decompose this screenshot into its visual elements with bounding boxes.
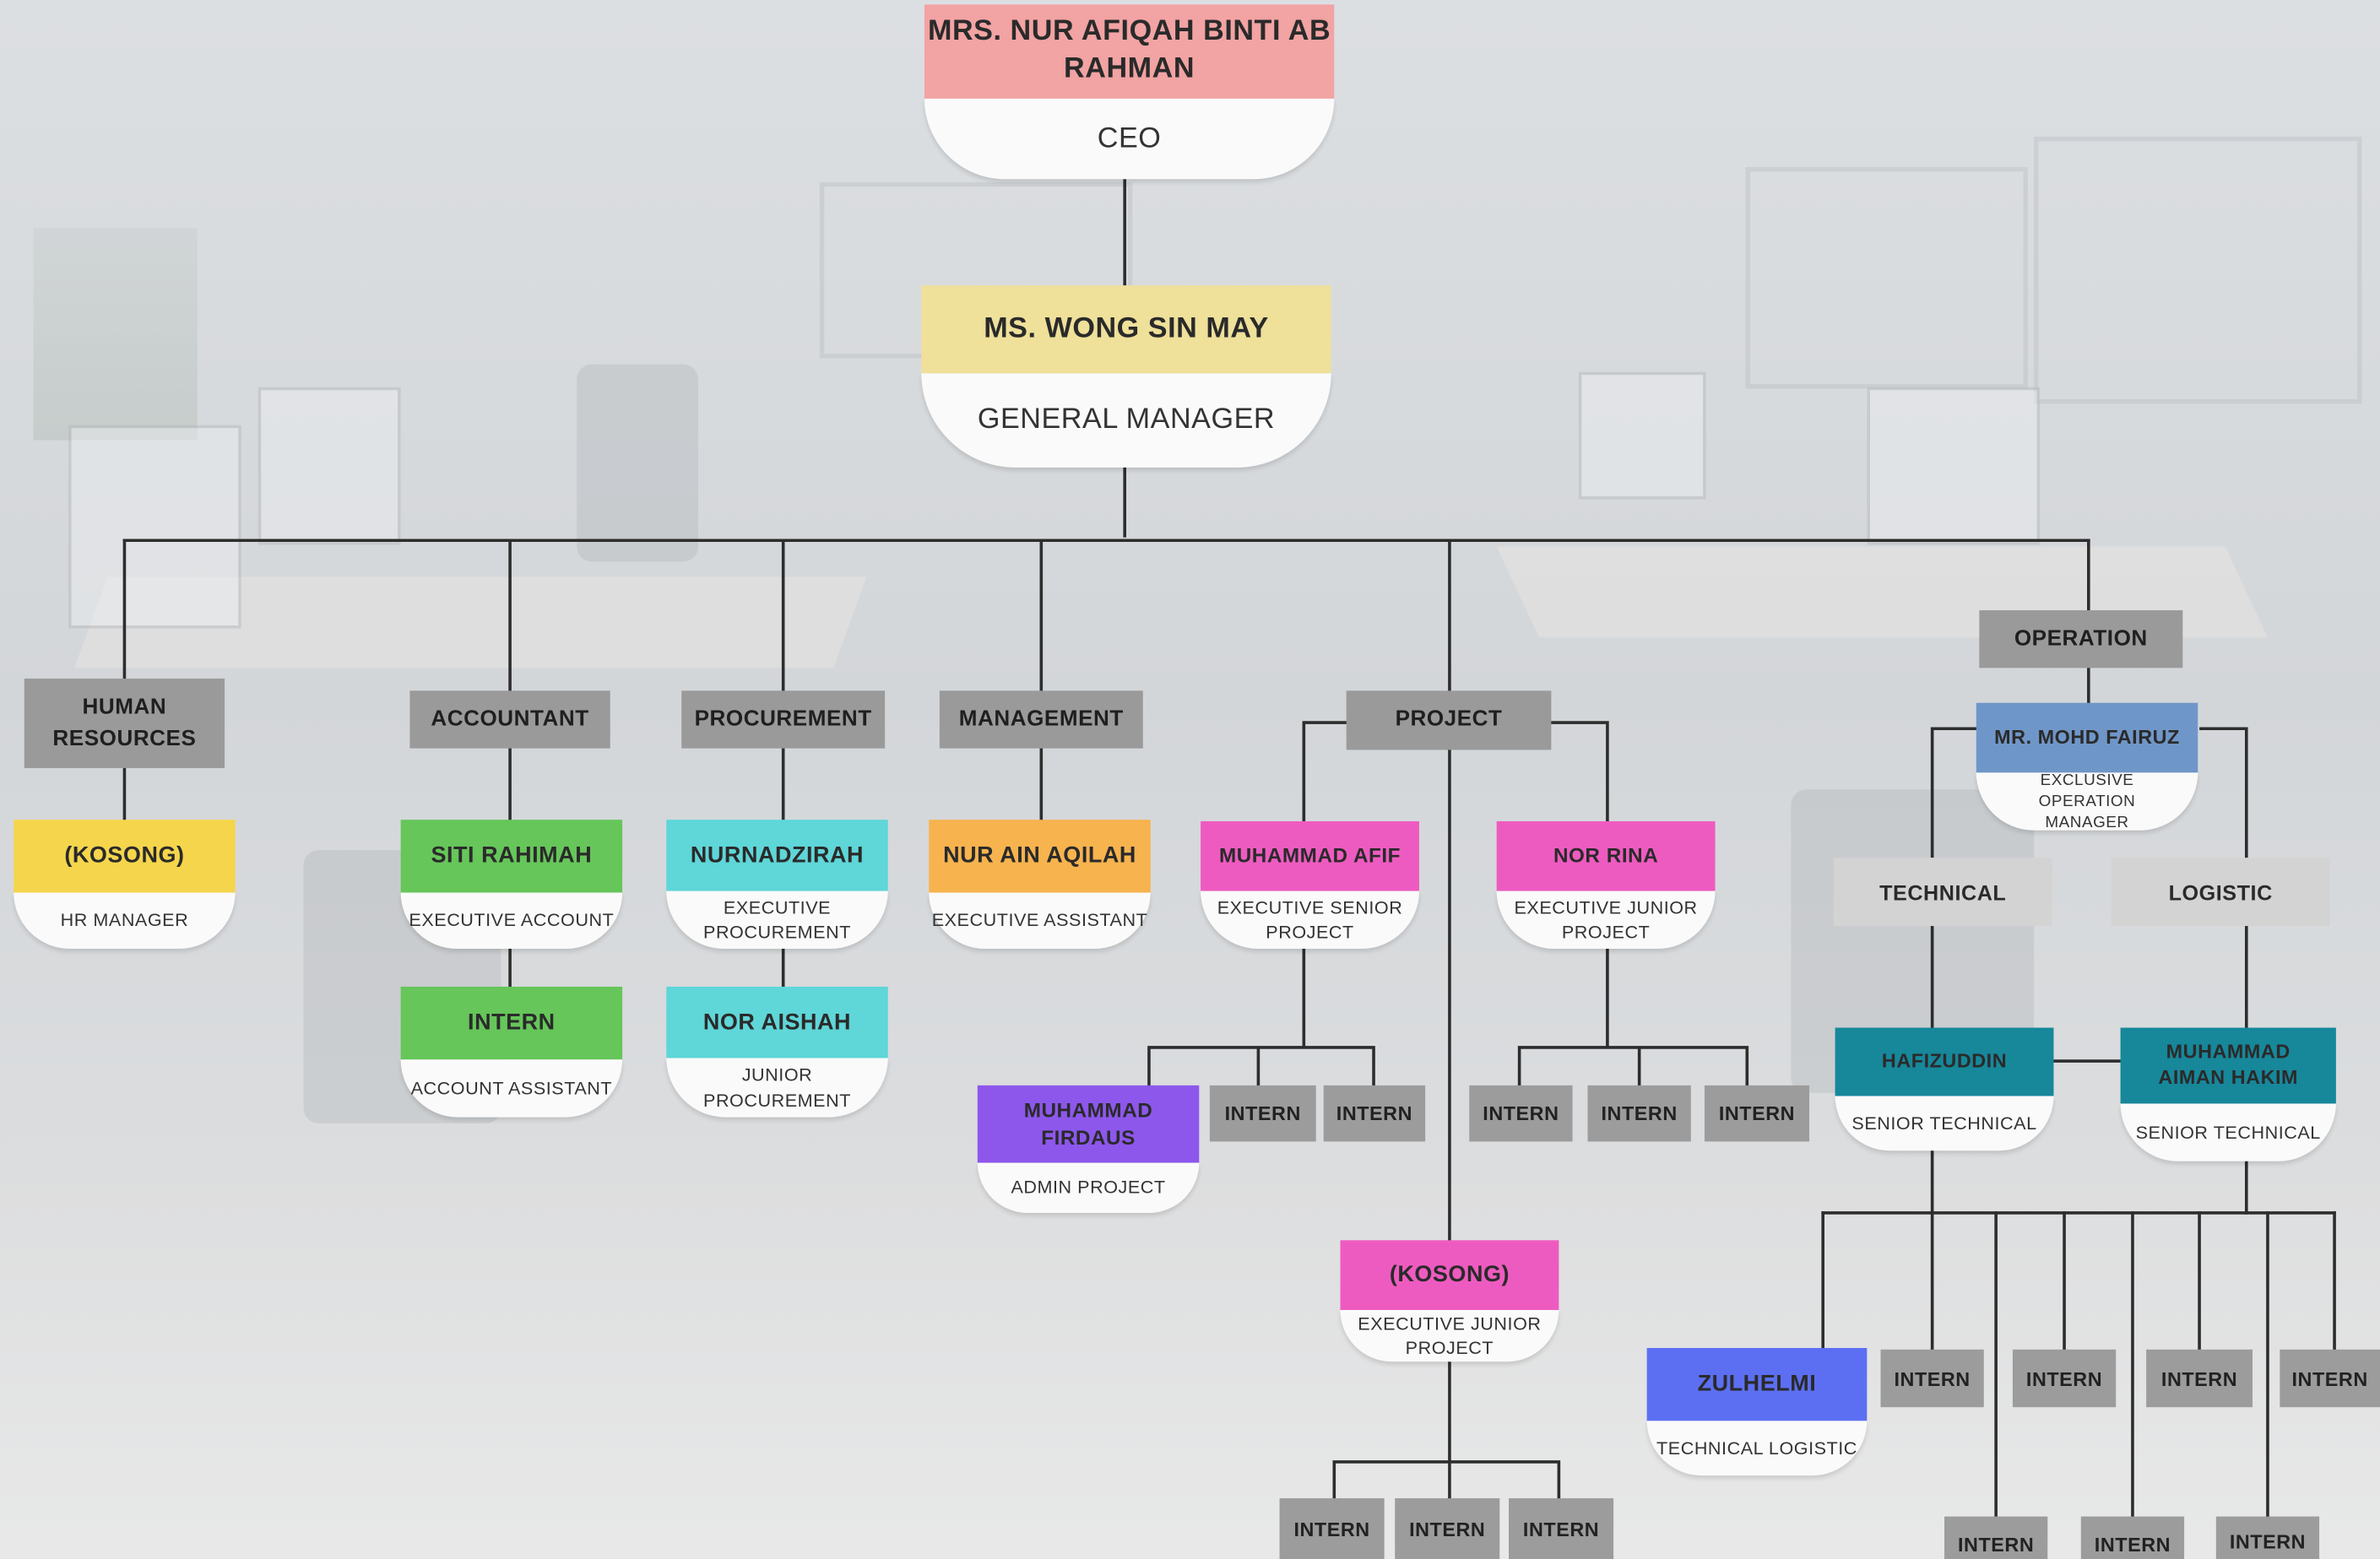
technical-logistic-card: ZULHELMI TECHNICAL LOGISTIC	[1646, 1348, 1868, 1476]
dept-management: MANAGEMENT	[939, 690, 1143, 749]
monitor-decor	[1578, 371, 1706, 500]
person-name: (KOSONG)	[14, 820, 236, 893]
person-role: HR MANAGER	[14, 892, 236, 950]
dept-project: PROJECT	[1346, 690, 1552, 750]
person-name: MUHAMMAD AFIF	[1201, 820, 1419, 891]
person-role: JUNIOR PROCUREMENT	[666, 1058, 888, 1118]
dept-human-resources: HUMAN RESOURCES	[24, 678, 225, 769]
shelf-decor	[1745, 166, 2028, 389]
monitor-decor	[1867, 387, 2041, 545]
intern-box: INTERN	[1880, 1349, 1984, 1408]
ceo-role: CEO	[924, 98, 1335, 180]
person-role: EXECUTIVE ACCOUNT	[400, 892, 623, 950]
person-role: EXECUTIVE JUNIOR PROJECT	[1496, 890, 1716, 950]
operation-manager-card: MR. MOHD FAIRUZ EXCLUSIVE OPERATION MANA…	[1976, 702, 2198, 832]
intern-box: INTERN	[1209, 1085, 1316, 1142]
monitor-decor	[68, 425, 241, 629]
gm-role: GENERAL MANAGER	[921, 373, 1331, 468]
intern-box: INTERN	[1323, 1085, 1426, 1142]
intern-box: INTERN	[1704, 1085, 1810, 1142]
monitor-decor	[258, 387, 401, 545]
person-name: NOR AISHAH	[666, 986, 888, 1058]
executive-junior-project-card: NOR RINA EXECUTIVE JUNIOR PROJECT	[1496, 820, 1716, 950]
executive-senior-project-card: MUHAMMAD AFIF EXECUTIVE SENIOR PROJECT	[1201, 820, 1419, 950]
person-name: MR. MOHD FAIRUZ	[1976, 702, 2198, 773]
account-assistant-card: INTERN ACCOUNT ASSISTANT	[400, 986, 623, 1118]
intern-box: INTERN	[1395, 1498, 1500, 1559]
intern-box: INTERN	[1509, 1498, 1614, 1559]
intern-box: INTERN	[1944, 1516, 2048, 1559]
intern-box: INTERN	[1279, 1498, 1385, 1559]
person-role: EXECUTIVE JUNIOR PROJECT	[1340, 1310, 1559, 1362]
person-name: (KOSONG)	[1340, 1240, 1559, 1311]
dept-accountant: ACCOUNTANT	[409, 690, 610, 749]
junior-procurement-card: NOR AISHAH JUNIOR PROCUREMENT	[666, 986, 888, 1118]
shelf-decor	[2034, 136, 2362, 404]
person-name: NUR AIN AQILAH	[929, 820, 1151, 893]
window-decor	[33, 227, 198, 441]
executive-assistant-card: NUR AIN AQILAH EXECUTIVE ASSISTANT	[929, 820, 1151, 950]
person-role: EXECUTIVE ASSISTANT	[929, 892, 1151, 950]
gm-name: MS. WONG SIN MAY	[921, 285, 1331, 374]
ceo-card: MRS. NUR AFIQAH BINTI AB RAHMAN CEO	[924, 4, 1335, 180]
intern-box: INTERN	[2012, 1349, 2117, 1408]
general-manager-card: MS. WONG SIN MAY GENERAL MANAGER	[921, 285, 1331, 468]
person-role: EXECUTIVE PROCUREMENT	[666, 890, 888, 950]
hr-manager-card: (KOSONG) HR MANAGER	[14, 820, 236, 950]
intern-box: INTERN	[1469, 1085, 1573, 1142]
person-name: MUHAMMAD FIRDAUS	[977, 1085, 1200, 1163]
intern-box: INTERN	[2280, 1349, 2380, 1408]
intern-box: INTERN	[2080, 1516, 2185, 1559]
person-role: ADMIN PROJECT	[977, 1162, 1200, 1213]
project-vacant-card: (KOSONG) EXECUTIVE JUNIOR PROJECT	[1340, 1240, 1559, 1362]
person-role: TECHNICAL LOGISTIC	[1646, 1421, 1868, 1476]
admin-project-card: MUHAMMAD FIRDAUS ADMIN PROJECT	[977, 1085, 1200, 1213]
executive-account-card: SITI RAHIMAH EXECUTIVE ACCOUNT	[400, 820, 623, 950]
person-name: INTERN	[400, 986, 623, 1060]
intern-box: INTERN	[1587, 1085, 1691, 1142]
person-name: HAFIZUDDIN	[1835, 1027, 2054, 1096]
person-role: SENIOR TECHNICAL	[1835, 1096, 2054, 1151]
person-role: EXCLUSIVE OPERATION MANAGER	[1976, 771, 2198, 832]
person-name: SITI RAHIMAH	[400, 820, 623, 893]
subunit-technical: TECHNICAL	[1833, 858, 2052, 927]
dept-procurement: PROCUREMENT	[681, 690, 886, 749]
person-name: ZULHELMI	[1646, 1348, 1868, 1421]
executive-procurement-card: NURNADZIRAH EXECUTIVE PROCUREMENT	[666, 820, 888, 950]
person-name: NURNADZIRAH	[666, 820, 888, 891]
subunit-logistic: LOGISTIC	[2111, 858, 2330, 927]
chair-decor	[577, 364, 699, 562]
ceo-name: MRS. NUR AFIQAH BINTI AB RAHMAN	[924, 4, 1335, 99]
person-name: MUHAMMAD AIMAN HAKIM	[2120, 1027, 2336, 1104]
intern-box: INTERN	[2215, 1516, 2320, 1559]
person-role: ACCOUNT ASSISTANT	[400, 1059, 623, 1118]
senior-technical-card: HAFIZUDDIN SENIOR TECHNICAL	[1835, 1027, 2054, 1151]
person-name: NOR RINA	[1496, 820, 1716, 891]
intern-box: INTERN	[2146, 1349, 2253, 1408]
dept-operation: OPERATION	[1979, 609, 2183, 669]
person-role: SENIOR TECHNICAL	[2120, 1103, 2336, 1161]
person-role: EXECUTIVE SENIOR PROJECT	[1201, 890, 1419, 950]
senior-technical-card: MUHAMMAD AIMAN HAKIM SENIOR TECHNICAL	[2120, 1027, 2336, 1161]
